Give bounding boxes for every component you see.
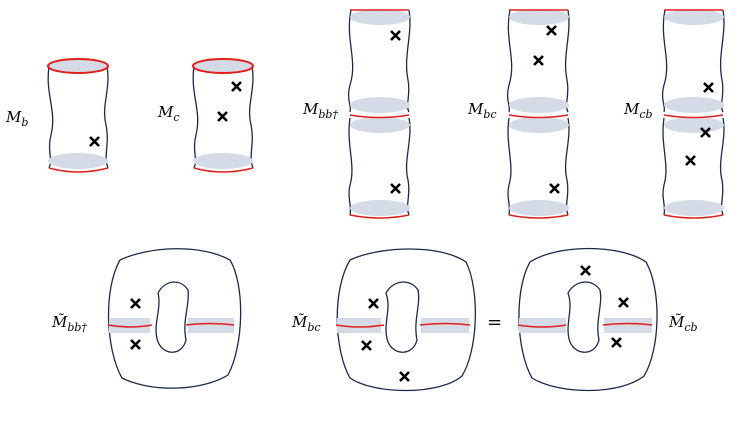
cross-marker xyxy=(390,30,401,41)
equals-sign: = xyxy=(487,312,503,333)
cylinder-mbb xyxy=(347,9,411,219)
label-tmcb: M̃cb xyxy=(669,313,698,334)
cross-marker xyxy=(549,183,560,194)
cross-marker xyxy=(368,298,379,309)
cross-marker xyxy=(580,265,591,276)
cross-marker xyxy=(618,297,629,308)
torus-tmbc xyxy=(335,248,476,392)
cylinder-mcb xyxy=(661,9,725,219)
cross-marker xyxy=(685,155,696,166)
cross-marker xyxy=(399,371,410,382)
label-mb: Mb xyxy=(6,108,29,129)
label-tmbb: M̃bb† xyxy=(52,313,87,334)
torus-tmbb xyxy=(107,248,242,389)
cross-marker xyxy=(546,25,557,36)
cross-marker xyxy=(390,183,401,194)
torus-tmcb xyxy=(517,247,658,392)
label-mbc: Mbc xyxy=(468,100,497,121)
cross-marker xyxy=(231,81,242,92)
cross-marker xyxy=(217,111,228,122)
cylinder-mc xyxy=(192,58,254,173)
label-mbb: Mbb† xyxy=(303,100,338,121)
cross-marker xyxy=(130,298,141,309)
cylinder-mb xyxy=(47,58,109,173)
cross-marker xyxy=(533,55,544,66)
cross-marker xyxy=(611,337,622,348)
label-tmbc: M̃bc xyxy=(292,313,321,334)
cylinder-mbc xyxy=(506,9,570,219)
label-mcb: Mcb xyxy=(624,100,653,121)
cross-marker xyxy=(361,340,372,351)
label-mc: Mc xyxy=(158,103,180,124)
cross-marker xyxy=(130,339,141,350)
cross-marker xyxy=(700,127,711,138)
cross-marker xyxy=(89,136,100,147)
cross-marker xyxy=(703,82,714,93)
